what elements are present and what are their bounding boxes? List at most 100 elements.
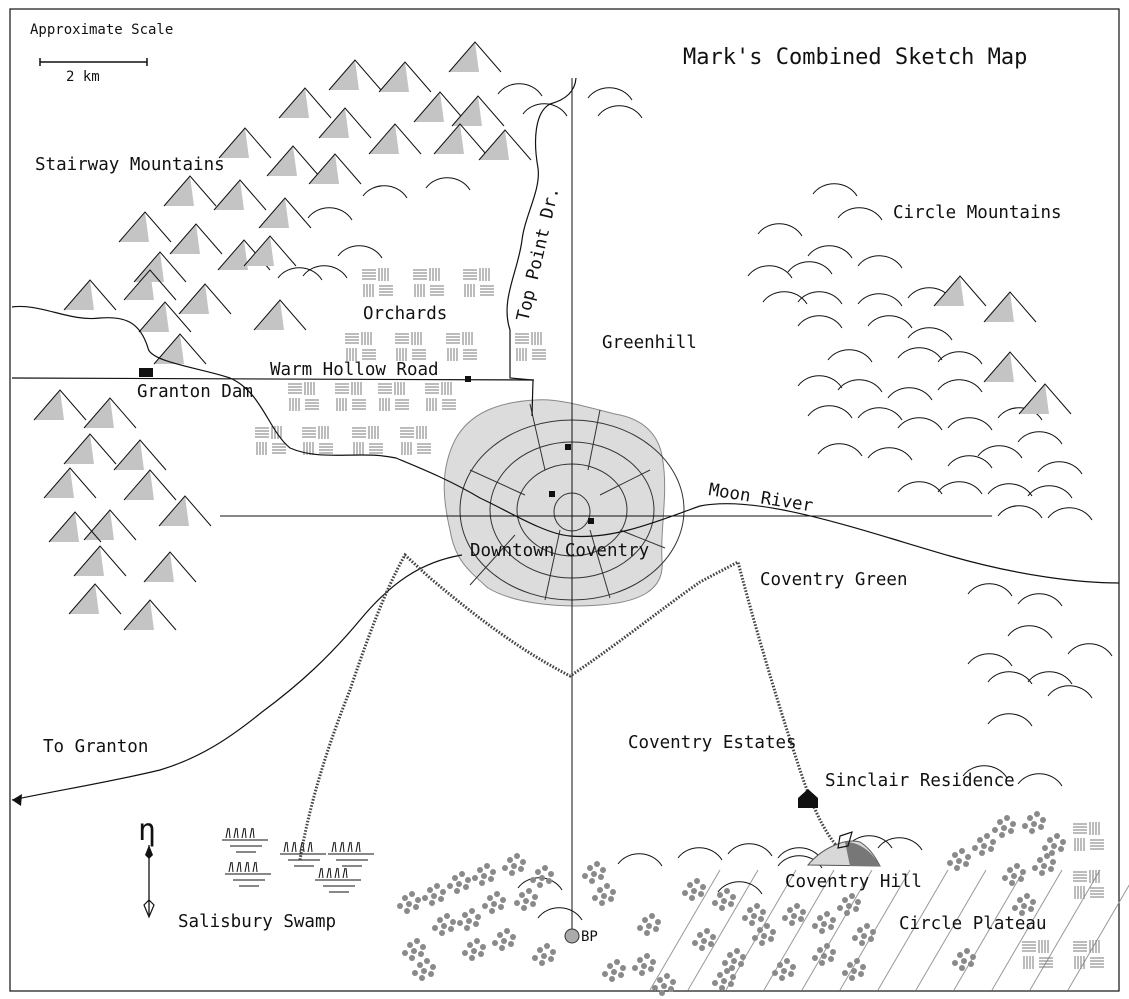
mountain-icon (218, 127, 272, 159)
hill-icon (962, 765, 1008, 779)
hill-icon (827, 349, 873, 363)
hill-icon (897, 417, 943, 431)
orchard-icon (395, 332, 426, 361)
mountain-icon (378, 61, 432, 93)
scale-bar (39, 58, 148, 66)
hill-icon (857, 407, 903, 421)
hill-icon (987, 671, 1033, 685)
tree-cluster-icon (692, 928, 716, 951)
hill-icon (277, 267, 323, 281)
hill-icon (937, 481, 983, 495)
mountain-icon (169, 223, 223, 255)
mountain-icon (413, 91, 467, 123)
hill-icon (887, 387, 933, 401)
tree-cluster-icon (530, 865, 554, 888)
mountain-icon (63, 433, 117, 465)
tree-cluster-icon (712, 888, 736, 911)
hill-icon (1007, 625, 1053, 639)
label-stairway-mountains: Stairway Mountains (35, 155, 225, 175)
orchard-icon (362, 268, 393, 297)
hill-icon (717, 881, 763, 895)
mountain-icon (983, 291, 1037, 323)
orchard-icon (400, 426, 431, 455)
mountain-icon (253, 299, 307, 331)
tree-cluster-icon (592, 883, 616, 906)
label-to-granton: To Granton (43, 737, 148, 757)
hill-icon (1027, 485, 1073, 499)
mountain-icon (68, 583, 122, 615)
road-junction-marker (465, 376, 471, 382)
tree-cluster-icon (947, 848, 971, 871)
north-symbol: η (138, 813, 156, 848)
tree-cluster-icon (532, 943, 556, 966)
hill-icon (1037, 461, 1083, 475)
hill-icon (797, 375, 843, 389)
hill-icon (857, 255, 903, 269)
downtown-coventry-area (443, 399, 685, 607)
house-icon (798, 789, 818, 808)
dam-icon (139, 368, 153, 377)
label-bp: BP (581, 929, 598, 945)
label-greenhill: Greenhill (602, 333, 697, 353)
swamp-grass-icon (222, 827, 268, 853)
tree-cluster-icon (1002, 863, 1026, 886)
tree-cluster-icon (1032, 853, 1056, 876)
tree-cluster-icon (837, 893, 861, 916)
mountain-icon (328, 59, 382, 91)
swamp-grass-icon (328, 841, 374, 867)
label-coventry-green: Coventry Green (760, 570, 908, 590)
orchard-icon (335, 382, 366, 411)
hill-icon (947, 417, 993, 431)
hill-icon (677, 847, 723, 861)
label-circle-mountains: Circle Mountains (893, 203, 1062, 223)
orchard-icon (463, 268, 494, 297)
mountain-icon (258, 197, 312, 229)
tree-cluster-icon (712, 968, 736, 991)
tree-cluster-icon (842, 958, 866, 981)
orchard-icon (413, 268, 444, 297)
tree-cluster-icon (722, 948, 746, 971)
tree-cluster-icon (782, 903, 806, 926)
hill-icon (867, 315, 913, 329)
orchard-icon (302, 426, 333, 455)
mountain-icon (138, 301, 192, 333)
mountain-icon (308, 153, 362, 185)
trees-layer (397, 811, 1066, 996)
tree-cluster-icon (812, 911, 836, 934)
tree-cluster-icon (742, 903, 766, 926)
tree-cluster-icon (514, 888, 538, 911)
hill-icon (337, 245, 383, 259)
hill-icon (1047, 685, 1093, 699)
hill-icon (1047, 507, 1093, 521)
hill-icon (877, 837, 923, 851)
tree-cluster-icon (752, 923, 776, 946)
mountain-icon (213, 179, 267, 211)
hill-icon (747, 265, 793, 279)
mountain-icon (163, 175, 217, 207)
tree-cluster-icon (462, 938, 486, 961)
salisbury-swamp-area (222, 827, 374, 893)
mountain-icon (278, 87, 332, 119)
mountain-icon (83, 509, 137, 541)
hill-icon (812, 183, 858, 197)
mountains-layer (33, 41, 1072, 631)
north-arrow-icon (143, 845, 155, 919)
hill-icon (425, 177, 471, 191)
tree-cluster-icon (952, 948, 976, 971)
label-circle-plateau: Circle Plateau (899, 914, 1047, 934)
coventry-hill-mound (806, 831, 881, 867)
moon-river (11, 305, 1120, 584)
orchard-icon (1073, 940, 1104, 969)
hill-icon (597, 105, 643, 119)
tree-cluster-icon (772, 958, 796, 981)
tree-cluster-icon (637, 913, 661, 936)
hill-icon (967, 583, 1013, 597)
mountain-icon (83, 397, 137, 429)
hill-icon (1017, 773, 1063, 787)
tree-cluster-icon (1042, 833, 1066, 856)
scale-label: 2 km (66, 69, 100, 85)
tree-cluster-icon (402, 938, 426, 961)
mountain-icon (318, 107, 372, 139)
mountain-icon (48, 511, 102, 543)
road-to-granton (11, 554, 463, 801)
